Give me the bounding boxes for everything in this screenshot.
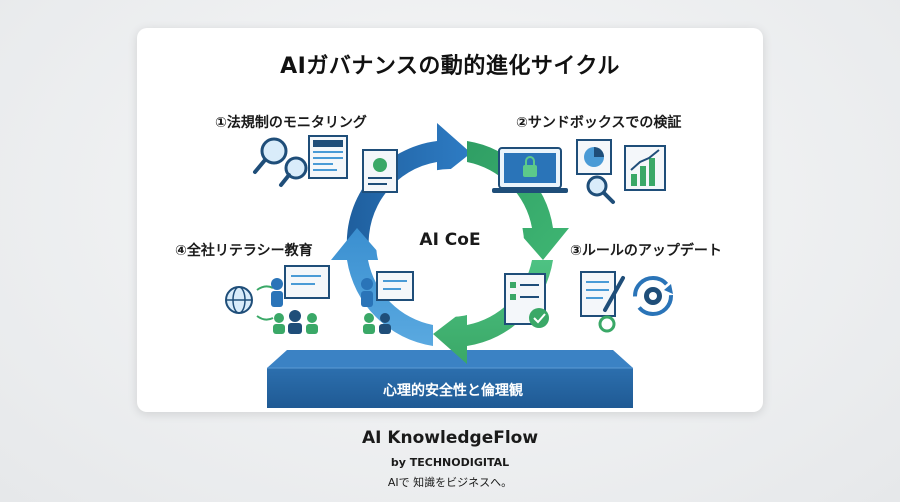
- cycle-arrow-blue-bottom: [331, 228, 433, 346]
- footer-brand: AI KnowledgeFlow: [361, 428, 539, 448]
- step-2-label: ②サンドボックスでの検証: [516, 115, 682, 131]
- step1-icons: [253, 135, 398, 193]
- footer-by: by TECHNODIGITAL: [390, 456, 510, 469]
- center-label: AI CoE: [419, 230, 481, 250]
- people-icon: [273, 310, 391, 334]
- diagram-svg: [225, 123, 673, 408]
- laptop-lock-icon: [492, 147, 568, 193]
- step-4-label: ④全社リテラシー教育: [175, 243, 313, 259]
- document-pen-icon: [580, 271, 625, 333]
- foundation-platform: [267, 350, 633, 408]
- footer-tagline: AIで 知識をビジネスへ。: [387, 476, 513, 489]
- pie-chart-icon: [576, 139, 612, 175]
- checklist-icon: [504, 273, 549, 328]
- step2-icons: [492, 139, 666, 204]
- magnifier-icon: [253, 137, 308, 187]
- newspaper-icon: [308, 135, 348, 179]
- certificate-icon: [362, 149, 398, 193]
- step4-icons: [225, 265, 414, 334]
- cycle-arrow-green-top: [467, 141, 569, 260]
- bar-chart-icon: [624, 145, 666, 191]
- step3-icons: [504, 271, 673, 333]
- diagram-title: AIガバナンスの動的進化サイクル: [280, 54, 620, 79]
- magnifier-icon: [586, 175, 615, 204]
- step-1-label: ①法規制のモニタリング: [215, 115, 367, 131]
- foundation-label: 心理的安全性と倫理観: [383, 383, 523, 399]
- gear-refresh-icon: [633, 276, 673, 316]
- diagram-card: AIガバナンスの動的進化サイクル ①法規制のモニタリング ②サンドボックスでの検…: [137, 28, 763, 412]
- step-3-label: ③ルールのアップデート: [570, 243, 722, 259]
- presenter-icon: [271, 265, 414, 307]
- cycle-arrow-blue-top: [346, 123, 471, 250]
- globe-icon: [225, 285, 274, 321]
